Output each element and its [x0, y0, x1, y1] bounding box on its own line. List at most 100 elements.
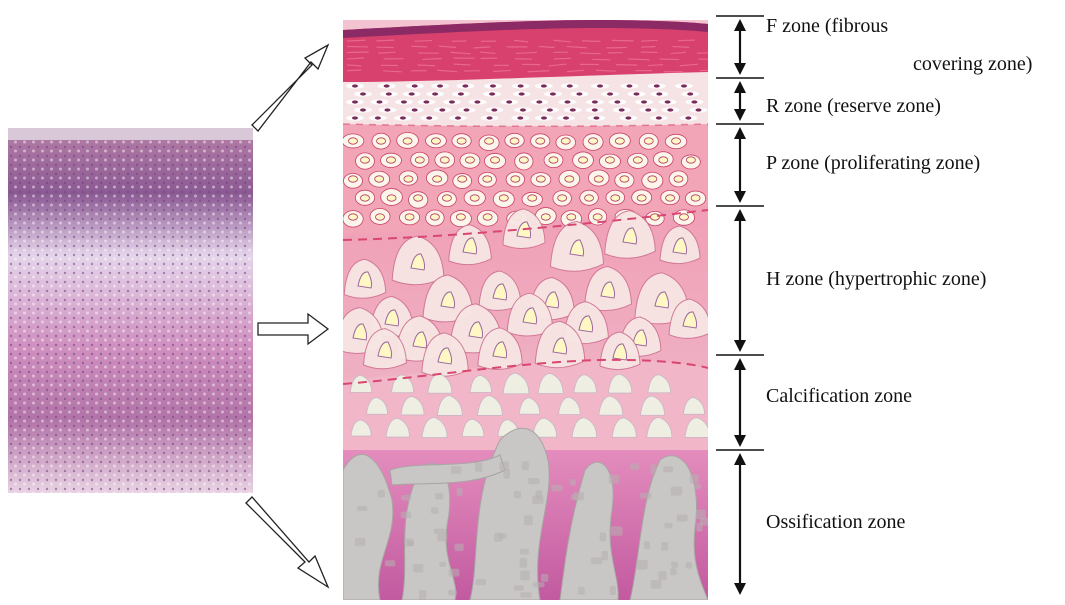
reserve-nucleus: [547, 108, 553, 111]
proliferating-nucleus: [585, 195, 594, 201]
reserve-nucleus: [563, 116, 569, 119]
bone-mosaic-cell: [401, 512, 412, 518]
reserve-nucleus: [409, 92, 415, 95]
bone-mosaic-cell: [591, 558, 602, 565]
reserve-nucleus: [439, 108, 445, 111]
reserve-nucleus: [360, 108, 366, 111]
proliferating-nucleus: [567, 214, 576, 220]
proliferating-nucleus: [361, 195, 370, 201]
reserve-nucleus: [506, 100, 512, 103]
proliferating-nucleus: [648, 176, 657, 182]
zone-arrow-head-down: [734, 340, 746, 352]
reserve-nucleus: [607, 92, 613, 95]
fibre: [582, 41, 600, 42]
bone-mosaic-cell: [573, 492, 584, 500]
bone-mosaic-cell: [644, 541, 650, 549]
reserve-nucleus: [376, 100, 382, 103]
proliferating-nucleus: [620, 176, 629, 182]
middle-outline-arrow: [258, 314, 328, 344]
zone-label-ossification: Ossification zone: [766, 510, 905, 534]
fibre: [415, 41, 432, 42]
proliferating-nucleus: [431, 138, 440, 144]
reserve-nucleus: [656, 92, 662, 95]
proliferating-nucleus: [483, 214, 492, 220]
bone-mosaic-cell: [658, 571, 666, 580]
bone-mosaic-cell: [439, 562, 446, 567]
proliferating-nucleus: [499, 195, 508, 201]
fibre: [347, 40, 365, 41]
reserve-nucleus: [432, 92, 438, 95]
reserve-nucleus: [576, 92, 582, 95]
bone-mosaic-cell: [355, 538, 366, 546]
bone-mosaic-cell: [520, 549, 529, 555]
zone-arrow-head-down: [734, 191, 746, 203]
bone-mosaic-cell: [611, 526, 623, 535]
reserve-nucleus: [463, 108, 469, 111]
reserve-nucleus: [597, 84, 603, 87]
proliferating-nucleus: [549, 157, 558, 163]
zone-arrow-head-up: [734, 453, 746, 465]
bone-mosaic-cell: [696, 522, 702, 531]
zone-label-r: R zone (reserve zone): [766, 94, 941, 118]
bone-mosaic-cell: [677, 514, 688, 521]
reserve-nucleus: [458, 92, 464, 95]
reserve-nucleus: [426, 116, 432, 119]
proliferating-nucleus: [387, 157, 396, 163]
bone-mosaic-cell: [578, 587, 585, 595]
bone-mosaic-cell: [475, 462, 483, 471]
lower-outline-arrow: [246, 497, 328, 587]
reserve-nucleus: [564, 100, 570, 103]
bone-mosaic-cell: [520, 571, 529, 581]
reserve-nucleus: [352, 100, 358, 103]
reserve-nucleus: [550, 92, 556, 95]
bone-mosaic-cell: [610, 586, 616, 595]
reserve-nucleus: [541, 84, 547, 87]
bone-mosaic-cell: [671, 562, 678, 568]
reserve-nucleus: [641, 100, 647, 103]
bone-mosaic-cell: [686, 562, 693, 569]
proliferating-nucleus: [565, 176, 574, 182]
reserve-nucleus: [592, 100, 598, 103]
proliferating-nucleus: [433, 176, 442, 182]
reserve-nucleus: [412, 84, 418, 87]
proliferating-nucleus: [377, 138, 386, 144]
bone-mosaic-cell: [357, 506, 367, 511]
reserve-nucleus: [491, 108, 497, 111]
reserve-nucleus: [400, 116, 406, 119]
proliferating-nucleus: [528, 195, 537, 201]
proliferating-nucleus: [611, 195, 620, 201]
reserve-nucleus: [474, 100, 480, 103]
zone-label-f-line2: covering zone): [913, 52, 1032, 76]
bone-mosaic-cell: [671, 487, 683, 496]
reserve-nucleus: [593, 116, 599, 119]
fibre: [678, 40, 695, 41]
reserve-nucleus: [654, 84, 660, 87]
reserve-nucleus: [384, 84, 390, 87]
proliferating-nucleus: [510, 138, 519, 144]
proliferating-nucleus: [593, 214, 602, 220]
reserve-nucleus: [412, 108, 418, 111]
proliferating-nucleus: [511, 176, 520, 182]
bone-mosaic-cell: [533, 582, 545, 587]
proliferating-nucleus: [430, 214, 439, 220]
bone-mosaic-cell: [456, 488, 462, 496]
fibre: [628, 59, 650, 60]
proliferating-nucleus: [541, 214, 550, 220]
proliferating-nucleus: [361, 157, 370, 163]
bone-mosaic-cell: [651, 580, 662, 589]
bone-mosaic-cell: [476, 579, 486, 585]
proliferating-nucleus: [457, 138, 466, 144]
fibre: [616, 65, 637, 66]
proliferating-nucleus: [415, 157, 424, 163]
fibre: [641, 40, 658, 41]
bone-mosaic-cell: [520, 592, 531, 598]
bone-mosaic-cell: [600, 532, 607, 541]
zone-arrow-head-up: [734, 358, 746, 370]
reserve-nucleus: [449, 100, 455, 103]
reserve-nucleus: [541, 116, 547, 119]
bone-mosaic-cell: [524, 515, 533, 525]
reserve-nucleus: [520, 108, 526, 111]
reserve-nucleus: [518, 84, 524, 87]
reserve-nucleus: [487, 116, 493, 119]
bone-mosaic-cell: [664, 523, 672, 528]
